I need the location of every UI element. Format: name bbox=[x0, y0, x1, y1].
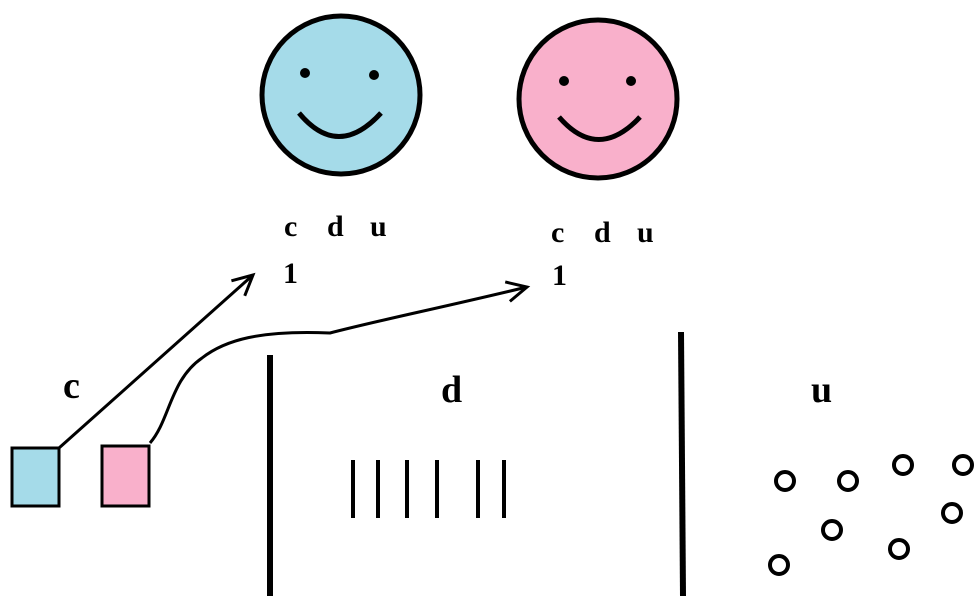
u-circle bbox=[941, 502, 963, 524]
u-circle bbox=[821, 519, 843, 541]
blue-face-header-u: u bbox=[370, 210, 387, 243]
blue-face-header-c: c bbox=[284, 210, 298, 243]
pink-face-right-eye bbox=[626, 76, 636, 86]
blue-face-right-eye bbox=[369, 70, 379, 80]
pink-face-header-c: c bbox=[551, 216, 565, 249]
u-circle bbox=[888, 538, 910, 560]
blue-token-arrow bbox=[58, 272, 256, 450]
blue-face-left-eye bbox=[300, 68, 310, 78]
blue-face-header-d: d bbox=[327, 210, 344, 243]
pink-face-header-d: d bbox=[594, 216, 611, 249]
region-label-d: d bbox=[441, 369, 463, 411]
pink-face-left-eye bbox=[559, 76, 569, 86]
pink-token-arrow bbox=[148, 280, 531, 444]
blue-face-value: 1 bbox=[283, 257, 298, 290]
u-region-circles bbox=[768, 454, 974, 576]
divider-right bbox=[678, 331, 686, 597]
region-label-c: c bbox=[63, 365, 80, 407]
pink-face-header-u: u bbox=[637, 216, 654, 249]
blue-face-circle bbox=[259, 13, 423, 177]
u-circle bbox=[952, 454, 974, 476]
blue-smiley-face bbox=[259, 13, 423, 177]
pink-face-value: 1 bbox=[552, 259, 567, 292]
region-label-u: u bbox=[811, 369, 833, 411]
blue-token bbox=[10, 446, 61, 508]
u-circle bbox=[837, 470, 859, 492]
d-region-tally-marks bbox=[351, 460, 506, 518]
pink-face-smile bbox=[557, 115, 642, 142]
blue-face-smile bbox=[297, 111, 383, 139]
pink-smiley-face bbox=[516, 17, 680, 181]
u-circle bbox=[892, 454, 914, 476]
u-circle bbox=[774, 470, 796, 492]
pink-token bbox=[100, 444, 151, 508]
u-circle bbox=[768, 554, 790, 576]
pink-face-circle bbox=[516, 17, 680, 181]
